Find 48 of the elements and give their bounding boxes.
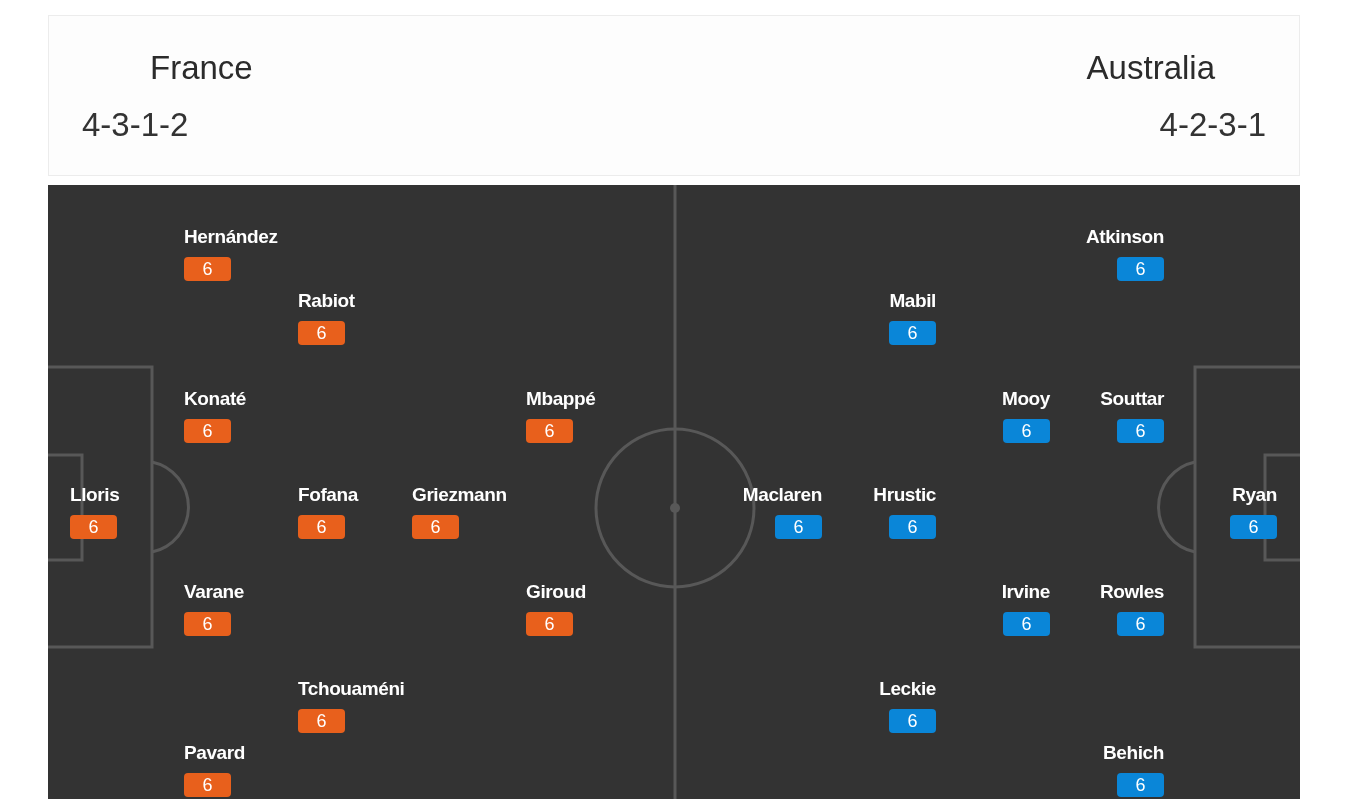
player-name: Varane — [184, 581, 244, 603]
rating-badge: 6 — [412, 515, 459, 539]
rating-badge: 6 — [184, 419, 231, 443]
player-name: Pavard — [184, 742, 245, 764]
rating-badge: 6 — [889, 321, 936, 345]
rating-badge: 6 — [1117, 773, 1164, 797]
player-name: Maclaren — [742, 484, 822, 506]
rating-badge: 6 — [1117, 257, 1164, 281]
rating-badge: 6 — [889, 709, 936, 733]
player-name: Griezmann — [412, 484, 507, 506]
player-name: Behich — [1103, 742, 1164, 764]
rating-badge: 6 — [298, 515, 345, 539]
rating-badge: 6 — [298, 321, 345, 345]
player-name: Rowles — [1099, 581, 1164, 603]
player-name: Mooy — [1002, 388, 1050, 410]
player-name: Lloris — [70, 484, 120, 506]
player-name: Tchouaméni — [298, 678, 405, 700]
rating-badge: 6 — [1003, 419, 1050, 443]
rating-badge: 6 — [1117, 419, 1164, 443]
rating-badge: 6 — [526, 419, 573, 443]
player-name: Rabiot — [298, 290, 355, 312]
team-name: France — [150, 48, 253, 88]
rating-badge: 6 — [70, 515, 117, 539]
player-name: Irvine — [1001, 581, 1050, 603]
rating-badge: 6 — [1117, 612, 1164, 636]
rating-badge: 6 — [526, 612, 573, 636]
rating-badge: 6 — [184, 257, 231, 281]
player-name: Mabil — [889, 290, 936, 312]
team-name: Australia — [1086, 48, 1215, 88]
formation-text: 4-3-1-2 — [82, 105, 189, 145]
rating-badge: 6 — [775, 515, 822, 539]
player-name: Konaté — [184, 388, 246, 410]
rating-badge: 6 — [1230, 515, 1277, 539]
rating-badge: 6 — [184, 773, 231, 797]
player-name: Leckie — [879, 678, 936, 700]
player-name: Hernández — [184, 226, 278, 248]
player-name: Giroud — [526, 581, 586, 603]
player-name: Atkinson — [1085, 226, 1164, 248]
rating-badge: 6 — [1003, 612, 1050, 636]
rating-badge: 6 — [889, 515, 936, 539]
player-name: Hrustic — [873, 484, 936, 506]
player-name: Fofana — [298, 484, 358, 506]
player-name: Souttar — [1100, 388, 1164, 410]
player-name: Ryan — [1232, 484, 1277, 506]
rating-badge: 6 — [184, 612, 231, 636]
formation-text: 4-2-3-1 — [1159, 105, 1266, 145]
rating-badge: 6 — [298, 709, 345, 733]
player-name: Mbappé — [526, 388, 596, 410]
